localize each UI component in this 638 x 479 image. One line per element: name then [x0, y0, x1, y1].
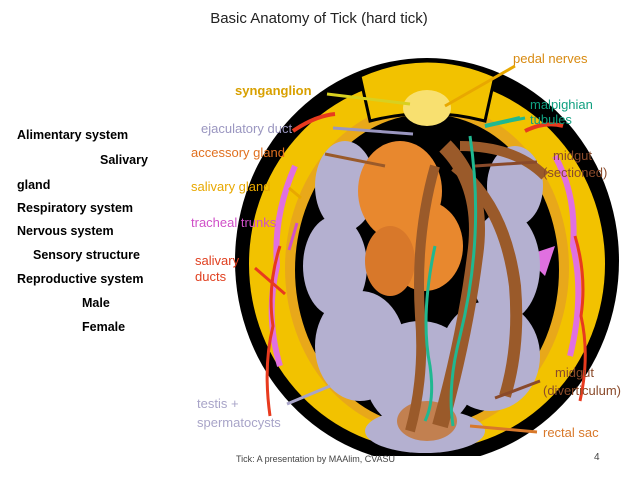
tracheal-trunk-left	[268, 164, 298, 367]
midgut-branch-1	[451, 161, 523, 398]
leader-midgut	[474, 160, 538, 168]
leader-midgut-diverticulum	[494, 379, 541, 400]
label-ducts: ducts	[195, 269, 227, 284]
leader-rectal-sac	[469, 424, 538, 434]
label-testis: testis +	[197, 396, 239, 411]
label-diverticulum: (diverticulum)	[543, 383, 622, 398]
label-accessory-gland: accessory gland	[191, 145, 285, 160]
leader-accessory-gland	[324, 152, 386, 168]
leader-testis	[286, 384, 331, 406]
label-ejaculatory-duct: ejaculatory duct	[201, 121, 293, 136]
footer-credit: Tick: A presentation by MAAlim, CVASU	[236, 454, 396, 464]
label-synganglion: synganglion	[235, 83, 312, 98]
slide-title: Basic Anatomy of Tick (hard tick)	[210, 10, 428, 27]
leader-pedal-nerves	[444, 64, 516, 108]
list-item-reproductive-system: Reproductive system	[17, 272, 144, 286]
accessory-gland-3	[365, 226, 415, 296]
label-spermatocysts: spermatocysts	[197, 415, 281, 430]
malpighian-tubule-1	[449, 135, 478, 427]
list-item-respiratory-system: Respiratory system	[17, 201, 134, 215]
testis-lobe-2	[303, 216, 367, 316]
salivary-duct-left	[291, 112, 336, 133]
testis-lobe-1	[315, 141, 375, 231]
list-item-alimentary-system: Alimentary system	[17, 128, 129, 142]
list-item-sensory-structure: Sensory structure	[33, 248, 140, 262]
label-midgut-sectioned: (sectioned)	[543, 165, 608, 180]
label-midgut: midgut	[553, 148, 593, 163]
salivary-duct-right	[573, 235, 587, 402]
tick-anatomy-drawing	[235, 58, 619, 456]
list-item-nervous-system: Nervous system	[17, 224, 114, 238]
label-malpighian: malpighian	[530, 97, 593, 112]
leader-malpighian	[484, 116, 526, 128]
label-midgut-2: midgut	[555, 365, 595, 380]
malpighian-tubule-2	[423, 245, 437, 422]
salivary-duct-right-upper	[524, 122, 564, 133]
label-rectal-sac: rectal sac	[543, 425, 599, 440]
list-item-male: Male	[82, 296, 110, 310]
midgut-branch-2	[405, 164, 440, 433]
leader-tracheal-trunks	[287, 222, 299, 251]
leader-ejaculatory-duct	[332, 126, 414, 136]
label-tubules: tubules	[530, 112, 572, 127]
list-item-gland: gland	[17, 178, 51, 192]
label-pedal-nerves: pedal nerves	[513, 51, 588, 66]
testis-lobe-6	[470, 211, 540, 321]
leader-salivary-ducts	[254, 266, 286, 296]
tracheal-trunk-right	[552, 154, 582, 357]
leader-synganglion	[326, 92, 411, 106]
list-item-salivary: Salivary	[100, 153, 148, 167]
label-salivary-gland: salivary gland	[191, 179, 271, 194]
leader-salivary-gland	[288, 186, 302, 200]
salivary-duct-left-lower	[265, 245, 282, 417]
page-number: 4	[594, 452, 600, 463]
synganglion	[403, 90, 451, 126]
tick-anatomy-figure: pedal nerves synganglion malpighian tubu…	[185, 36, 625, 456]
list-item-female: Female	[82, 320, 126, 334]
label-tracheal-trunks: tracheal trunks	[191, 215, 277, 230]
label-salivary: salivary	[195, 253, 240, 268]
